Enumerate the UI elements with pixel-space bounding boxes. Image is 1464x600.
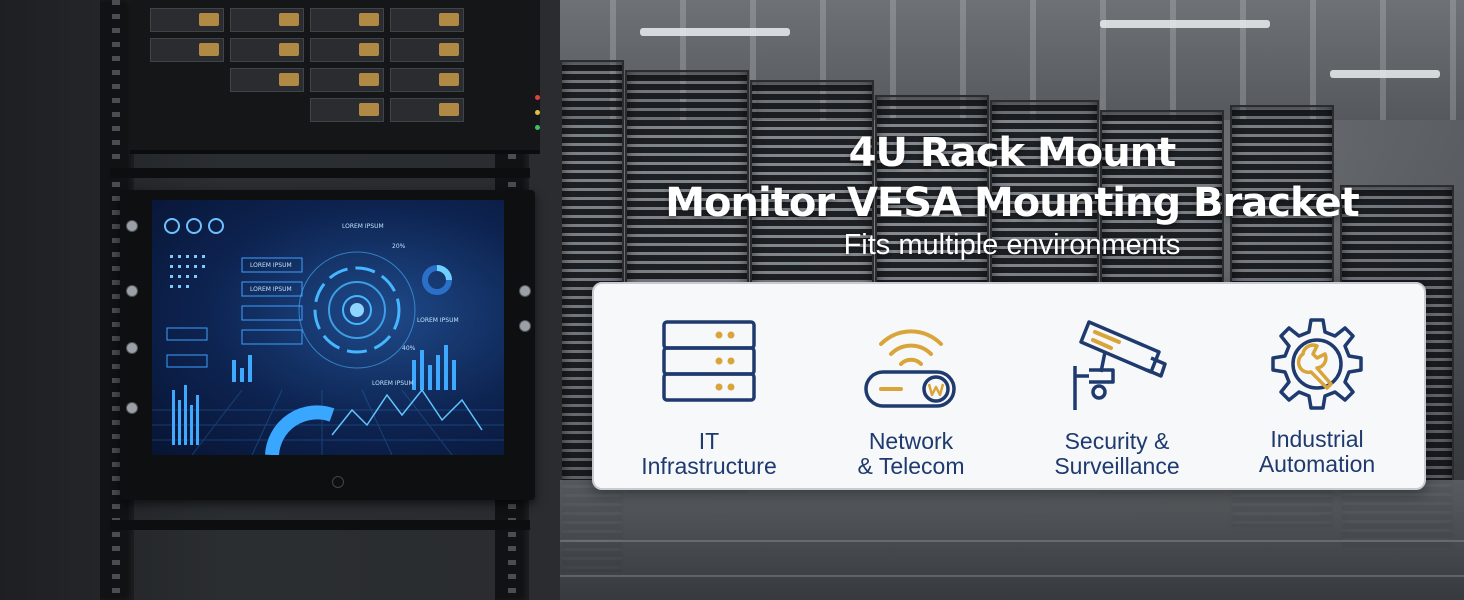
server-stack-icon bbox=[662, 320, 756, 402]
headline-line-2: Monitor VESA Mounting Bracket bbox=[665, 180, 1360, 226]
environment-label: & Telecom bbox=[857, 453, 965, 479]
mounting-bolt bbox=[519, 320, 531, 332]
drive-bay bbox=[310, 8, 384, 32]
mounting-bolt bbox=[126, 402, 138, 414]
environment-label: Network bbox=[868, 428, 954, 454]
screen-label: LOREM IPSUM bbox=[250, 286, 292, 293]
drive-bay bbox=[390, 68, 464, 92]
security-camera-icon bbox=[1073, 320, 1167, 410]
environments-card: IT Infrastructure Network & Telecom bbox=[592, 282, 1426, 490]
drive-bay bbox=[390, 98, 464, 122]
environment-label: IT bbox=[698, 428, 720, 454]
gear-wrench-icon bbox=[1271, 318, 1363, 410]
drive-bay bbox=[390, 8, 464, 32]
environment-industrial-automation: Industrial Automation bbox=[1222, 284, 1412, 488]
drive-bay bbox=[230, 68, 304, 92]
environment-label: Security & bbox=[1064, 428, 1170, 454]
rack-holes bbox=[112, 0, 120, 600]
drive-bay bbox=[230, 38, 304, 62]
status-led bbox=[535, 95, 540, 100]
floor-line bbox=[560, 540, 1464, 542]
environment-security-surveillance: Security & Surveillance bbox=[1022, 284, 1212, 488]
environment-label: Infrastructure bbox=[641, 453, 777, 479]
server-rack: LOREM IPSUM LOREM IPSUM LOREM IPSUM LORE… bbox=[0, 0, 560, 600]
status-led bbox=[535, 125, 540, 130]
ceiling-light bbox=[1100, 20, 1270, 28]
floor-line bbox=[560, 575, 1464, 577]
subtitle: Fits multiple environments bbox=[843, 229, 1181, 261]
mounting-bolt bbox=[126, 285, 138, 297]
ceiling-light bbox=[1330, 70, 1440, 78]
drive-bay bbox=[150, 8, 224, 32]
status-led bbox=[535, 110, 540, 115]
drive-bay bbox=[310, 38, 384, 62]
rack-monitor: LOREM IPSUM LOREM IPSUM LOREM IPSUM LORE… bbox=[120, 190, 535, 500]
rack-shelf bbox=[110, 520, 530, 530]
rack-shelf bbox=[110, 168, 530, 178]
drive-bay bbox=[390, 38, 464, 62]
drive-bay bbox=[310, 98, 384, 122]
ceiling-light bbox=[640, 28, 790, 36]
screen-label: LOREM IPSUM bbox=[342, 223, 384, 230]
mounting-bolt bbox=[126, 220, 138, 232]
storage-server bbox=[130, 0, 540, 154]
screen-label: LOREM IPSUM bbox=[250, 262, 292, 269]
environment-network-telecom: Network & Telecom bbox=[816, 284, 1006, 488]
monitor-screen: LOREM IPSUM LOREM IPSUM LOREM IPSUM LORE… bbox=[152, 200, 504, 455]
environment-label: Industrial bbox=[1270, 426, 1364, 452]
wifi-router-icon bbox=[864, 329, 956, 408]
monitor-power-button bbox=[332, 476, 344, 488]
environment-label: Automation bbox=[1258, 451, 1376, 477]
drive-bay bbox=[310, 68, 384, 92]
environment-label: Surveillance bbox=[1054, 453, 1180, 479]
mounting-bolt bbox=[519, 285, 531, 297]
drive-bay bbox=[150, 38, 224, 62]
environment-it-infrastructure: IT Infrastructure bbox=[614, 284, 804, 488]
floor bbox=[540, 480, 1464, 600]
headline-line-1: 4U Rack Mount bbox=[848, 130, 1177, 176]
drive-bay bbox=[230, 8, 304, 32]
screen-label: LOREM IPSUM bbox=[372, 380, 414, 387]
screen-label: LOREM IPSUM bbox=[417, 317, 459, 324]
screen-percent: 20% bbox=[392, 243, 406, 250]
mounting-bolt bbox=[126, 342, 138, 354]
screen-percent: 40% bbox=[402, 345, 416, 352]
dashboard-graphic: LOREM IPSUM LOREM IPSUM LOREM IPSUM LORE… bbox=[152, 218, 504, 455]
